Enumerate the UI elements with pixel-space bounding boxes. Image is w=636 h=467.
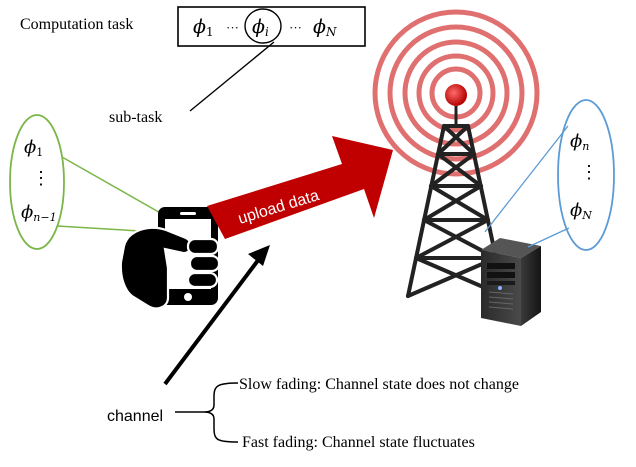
server-phi-bottom: ϕN — [570, 200, 592, 222]
channel-arrow-line — [163, 253, 264, 386]
server-tasks-ellipse — [557, 99, 615, 251]
task-dots-right: ··· — [289, 20, 302, 35]
server-dots: ⋮ — [580, 162, 598, 182]
fast-fading-text: Fast fading: Channel state fluctuates — [242, 434, 475, 451]
task-phi-i: ϕi — [252, 16, 269, 39]
server-connector-bottom — [527, 227, 570, 248]
channel-label: channel — [107, 408, 163, 425]
server-phi-top: ϕn — [570, 131, 589, 153]
task-phi-first: ϕ1 — [193, 16, 214, 39]
local-phi-top: ϕ1 — [24, 137, 43, 159]
local-dots: ⋮ — [32, 168, 50, 188]
local-connector-top — [61, 156, 165, 216]
server-connector-top — [484, 125, 569, 233]
task-box — [177, 6, 366, 47]
subtask-pointer-line — [189, 41, 275, 112]
fading-brace — [203, 382, 239, 443]
channel-group: channel Slow fading: Channel state does … — [107, 376, 519, 451]
computation-task-label: Computation task — [20, 16, 133, 33]
server-tasks-group: ϕn ⋮ ϕN — [484, 99, 615, 251]
local-phi-bottom: ϕn−1 — [21, 202, 57, 224]
server-icon — [481, 238, 541, 326]
local-tasks-ellipse — [9, 114, 65, 250]
task-phi-last: ϕN — [313, 16, 337, 39]
smartphone-hand-icon — [119, 207, 221, 310]
channel-arrow-head — [248, 245, 270, 266]
local-tasks-group: ϕ1 ⋮ ϕn−1 — [9, 114, 165, 250]
subtask-highlight-circle — [244, 8, 282, 44]
subtask-label: sub-task — [109, 109, 162, 126]
upload-arrow: upload data — [207, 136, 393, 239]
computation-task-group: Computation task ϕ1 ··· ϕi ··· ϕN sub-ta… — [20, 6, 366, 126]
slow-fading-text: Slow fading: Channel state does not chan… — [239, 376, 519, 393]
task-dots-left: ··· — [226, 20, 239, 35]
